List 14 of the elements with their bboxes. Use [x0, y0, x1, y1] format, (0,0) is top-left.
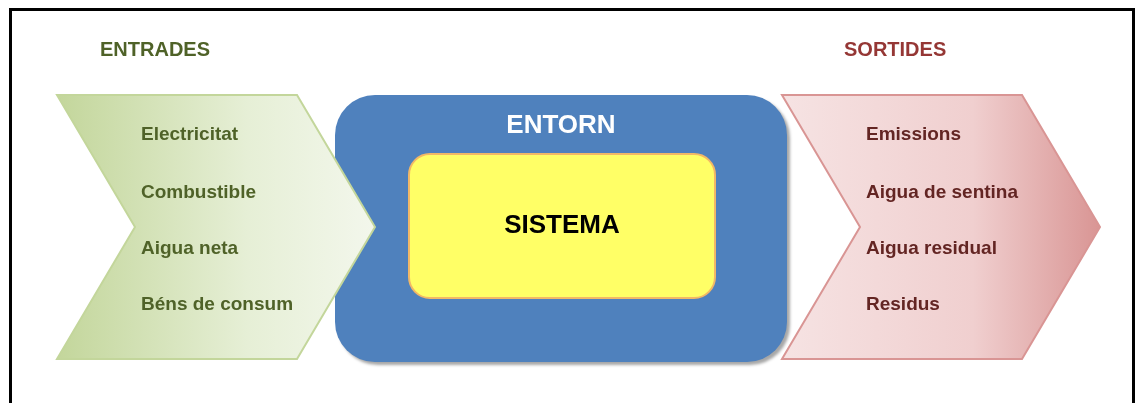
list-item: Residus — [866, 292, 940, 316]
box-title: SISTEMA — [504, 208, 620, 241]
heading: SORTIDES — [844, 37, 947, 62]
list-item: Aigua residual — [866, 236, 997, 260]
list-item: Combustible — [141, 180, 257, 204]
system-box — [408, 153, 716, 299]
box-title: ENTORN — [505, 108, 617, 141]
list-item: Electricitat — [141, 122, 239, 146]
heading: ENTRADES — [100, 37, 210, 62]
list-item: Aigua de sentina — [866, 180, 1019, 204]
environment-box — [335, 95, 787, 362]
list-item: Béns de consum — [141, 292, 294, 316]
list-item: Emissions — [866, 122, 962, 146]
list-item: Aigua neta — [141, 236, 239, 260]
